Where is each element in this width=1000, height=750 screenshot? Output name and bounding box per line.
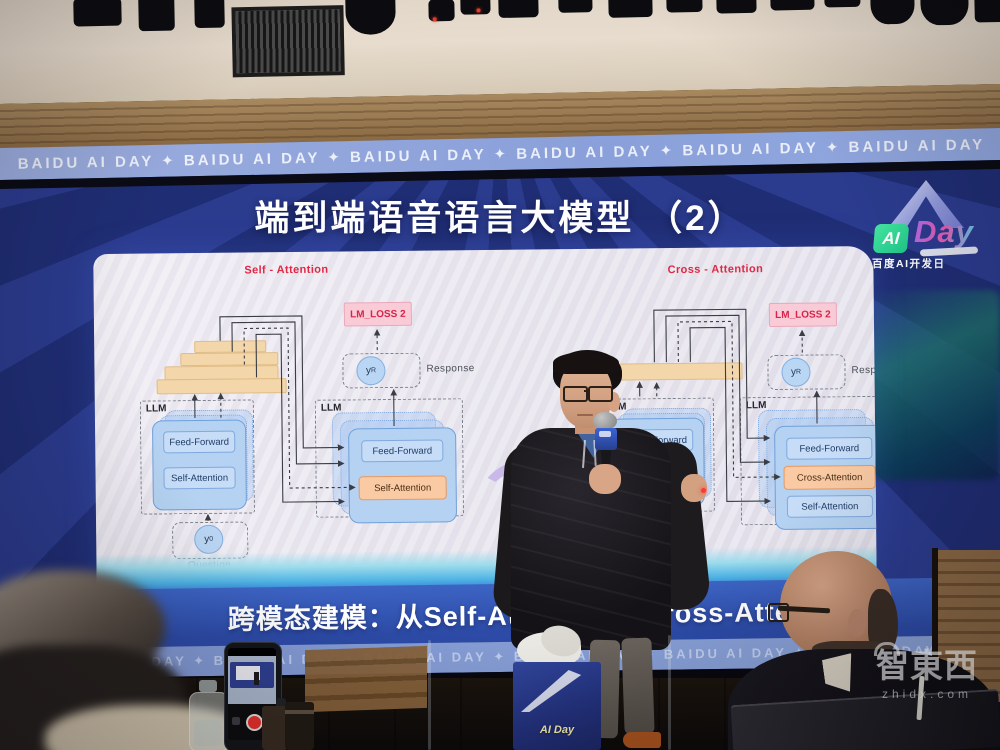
audience-ear [848,609,866,637]
ceiling-vent-grille [231,5,345,78]
lm-loss-box-left: LM_LOSS 2 [343,301,412,327]
stage-light [558,0,593,13]
presenter-hand-mic [589,464,621,494]
embedding-bar [156,378,287,395]
stage-light [138,0,175,32]
jacket-puffer-texture [511,428,671,650]
lm-loss-box-right: LM_LOSS 2 [768,302,838,328]
ceiling-area: BAIDU AI DAY ✦ BAIDU AI DAY ✦ BAIDU AI D… [0,0,1000,201]
feed-forward-chip: Feed-Forward [786,436,873,460]
llm-label: LLM [745,400,767,412]
microphone-logo-mark [599,431,611,437]
self-attention-chip: Self-Attention [163,466,236,490]
mini-presenter [254,672,259,685]
presenter-pants-right [621,637,655,735]
coffee-cup [262,706,288,750]
node-sub: R [370,367,377,375]
record-button[interactable] [246,714,263,731]
stage-light [715,0,757,14]
presenter-hair-front [553,352,619,374]
logo-subtitle: 百度AI开发日 [872,258,946,270]
glass-panel-edge [428,640,431,750]
node-sub: R [795,368,802,376]
stage-light [770,0,815,11]
watermark-site: zhidx.com [881,686,973,701]
gift-bag: AI Day [505,621,605,750]
presenter-jacket [511,428,671,650]
stage-light [824,0,861,8]
right-diagram-heading: Cross - Attention [667,263,764,277]
left-diagram-heading: Self - Attention [244,263,329,277]
phone-viewfinder [228,656,276,704]
microphone-capsule [593,412,617,430]
glasses-bridge [584,390,588,392]
presenter-mouth [577,414,593,416]
phone-screen [228,648,276,740]
coffee-cup [285,702,314,750]
stage-light [498,0,539,19]
bottle-water [194,720,222,746]
water-bottle [185,680,231,750]
watermark-wifi-icon [874,642,900,656]
gift-bag-body [513,662,601,750]
cross-attention-highlighted-chip: Cross-Attention [783,464,876,490]
stage-light [608,0,653,18]
watermark: 智東西 zhidx.com [852,642,1000,701]
ai-day-logo: AI Day 百度AI开发日 [858,180,996,270]
presenter [491,340,712,750]
clicker-light [701,488,706,493]
gift-bag-logo: AI Day [539,724,575,736]
stage-side-glow [872,290,1000,480]
logo-day-text: Day [914,214,974,249]
self-attention-highlighted-chip: Self-Attention [358,475,447,501]
phone-status-bar [228,648,276,656]
bottle-cap [199,680,217,692]
stage-light [973,0,1000,23]
embedding-bar [194,340,267,354]
coffee-cups [262,700,316,750]
stage-light [194,0,225,29]
logo-ai-badge: AI [872,224,910,253]
microphone-handle [600,450,612,476]
node-sub: 0 [209,535,214,543]
cup-band [285,710,314,714]
feed-forward-chip: Feed-Forward [163,430,236,454]
response-label-left: Response [426,363,475,375]
slide-main-title: 端到端语音语言大模型 （2） [254,199,746,238]
wall-seam [932,548,938,703]
indicator-light [432,17,437,22]
self-attention-chip: Self-Attention [786,494,874,518]
feed-forward-chip: Feed-Forward [361,439,444,463]
glasses-lens-icon [768,603,789,622]
response-label-right: Response [851,364,877,377]
glass-panel-edge [668,635,671,750]
glasses-left-lens-icon [563,386,588,402]
stage-light [73,0,122,27]
llm-label: LLM [145,403,167,415]
recording-phone [224,640,288,750]
stage-light [460,0,491,15]
glasses-right-lens-icon [588,386,613,402]
stage-steps [305,645,427,713]
gallery-thumb[interactable] [232,717,240,725]
embedding-bar [180,352,279,367]
presenter-shoe [623,732,661,748]
stage-light [666,0,703,13]
